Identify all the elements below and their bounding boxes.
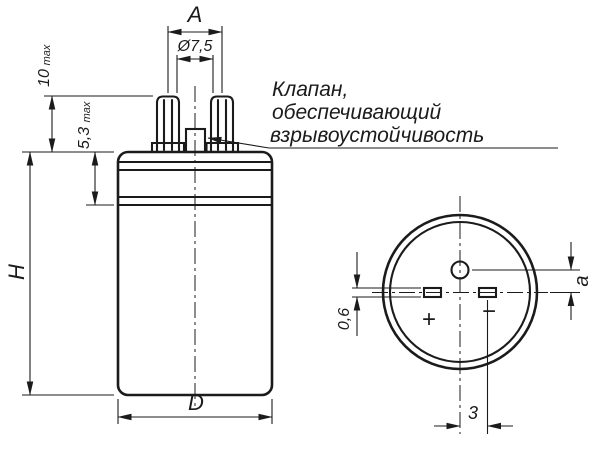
dimension-D: D <box>117 390 273 424</box>
dim-label-5-3-max: max <box>81 101 93 122</box>
minus-label: − <box>482 298 496 325</box>
pin-base-flange <box>150 141 186 154</box>
dim-label-10: 10 <box>36 69 53 87</box>
dim-label-10-max: max <box>41 44 53 65</box>
dim-label-3: 3 <box>468 403 478 423</box>
dimension-A: A <box>167 2 223 93</box>
dimension-10max: 10 max <box>22 44 153 153</box>
leader-line <box>207 136 270 149</box>
dimension-diameter-7-5: Ø7,5 <box>176 38 214 93</box>
dim-label-diameter: Ø7,5 <box>177 38 213 55</box>
dimension-0-6: 0,6 <box>336 252 421 336</box>
dimension-a: a <box>472 242 593 320</box>
valve-annotation: Клапан, обеспечивающий взрывоустойчивост… <box>207 78 558 149</box>
valve-note-line2: обеспечивающий <box>272 101 442 124</box>
dim-label-A: A <box>186 2 203 27</box>
terminal-pin-right <box>205 95 240 154</box>
dim-label-D: D <box>188 390 204 415</box>
dim-label-5-3: 5,3 <box>76 127 93 149</box>
side-view-capacitor: A Ø7,5 10 max 5,3 max H <box>4 2 558 424</box>
dim-label-H: H <box>4 264 29 280</box>
valve-note-line1: Клапан, <box>272 78 348 101</box>
plus-label: + <box>422 306 436 333</box>
dimension-3: 3 <box>434 300 513 434</box>
valve-note-line3: взрывоустойчивость <box>270 124 484 147</box>
terminal-pin-left <box>150 95 186 154</box>
bottom-view-capacitor: + − a 0,6 3 <box>336 196 593 434</box>
pin-base-flange <box>205 141 240 154</box>
dimension-H: H <box>4 151 114 396</box>
dimension-5-3max: 5,3 max <box>76 101 114 206</box>
dim-label-0-6: 0,6 <box>336 308 353 330</box>
dim-label-a: a <box>571 275 593 286</box>
